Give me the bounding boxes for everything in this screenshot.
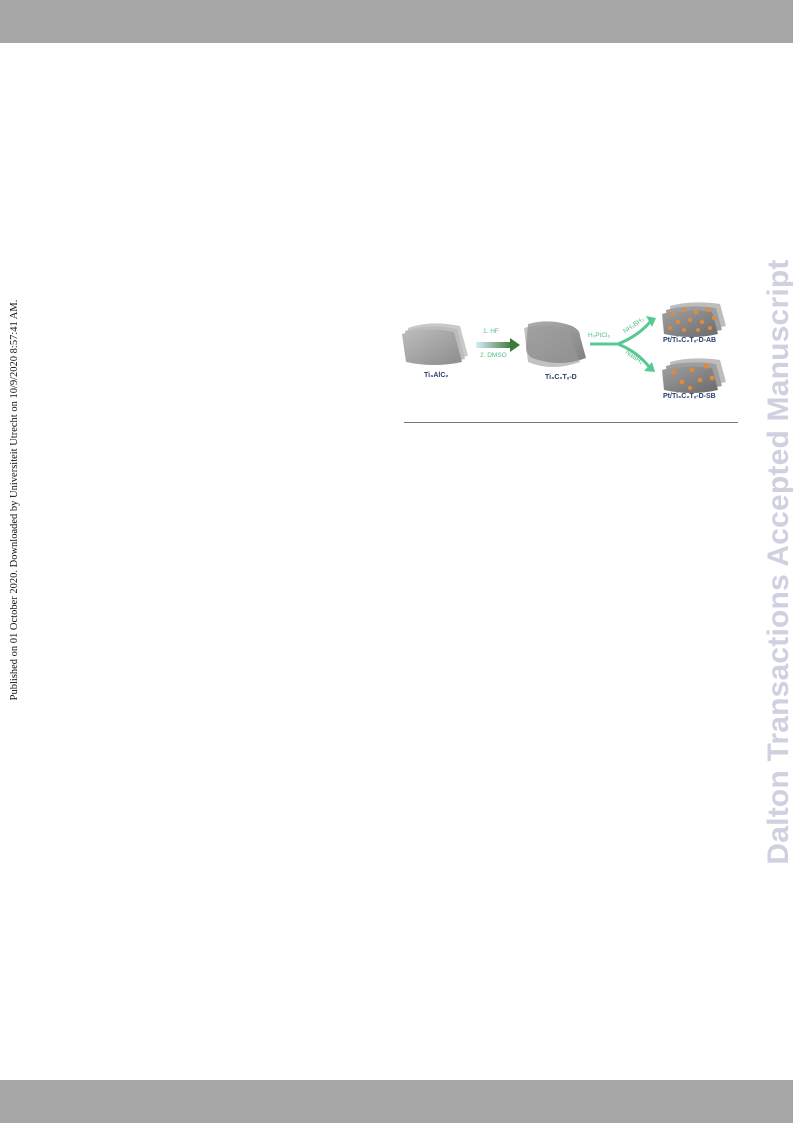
label-ti3alc2: Ti₃AlC₂ [424, 372, 449, 379]
journal-watermark: Dalton Transactions Accepted Manuscript [762, 259, 793, 865]
label-ti3c2tx-d: Ti₃C₂Tₓ-D [545, 374, 577, 381]
precursor-label: H₂PtCl₆ [588, 332, 611, 339]
synthesis-scheme-figure: 1. HF 2. DMSO H₂PtCl₆ NH₃BH₃ NaBH₄ Ti₃Al… [400, 292, 740, 412]
scheme-graphic [402, 302, 726, 393]
publication-note: Published on 01 October 2020. Downloaded… [9, 299, 20, 701]
branching-arrows [590, 316, 656, 372]
label-pt-ab: Pt/Ti₃C₂Tₓ-D-AB [663, 337, 717, 344]
figure-divider [404, 422, 738, 423]
step1-label: 1. HF [483, 328, 499, 335]
top-header-bar [0, 0, 793, 43]
step2-label: 2. DMSO [480, 352, 507, 359]
ti3alc2-layers [402, 323, 468, 365]
pt-ab-product [662, 302, 726, 337]
pt-sb-product [662, 358, 726, 393]
ti3c2tx-d-sheet [524, 321, 586, 367]
bottom-footer-bar [0, 1080, 793, 1123]
label-pt-sb: Pt/Ti₃C₂Tₓ-D-SB [663, 393, 716, 400]
etching-arrow [476, 338, 520, 352]
